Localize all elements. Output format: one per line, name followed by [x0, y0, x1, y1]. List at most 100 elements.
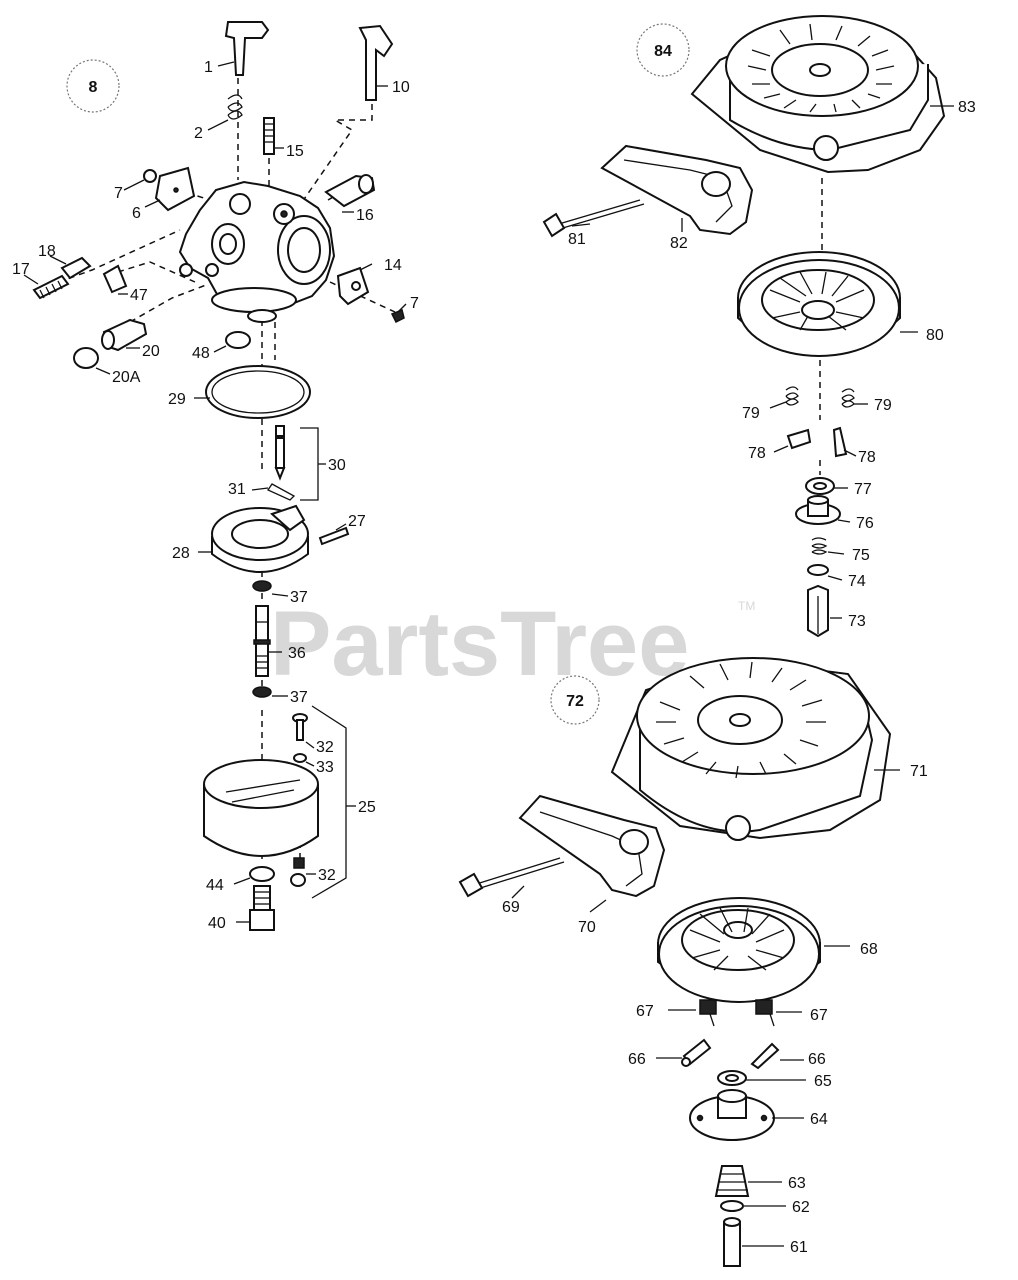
label-27: 27	[348, 513, 366, 530]
label-2: 2	[194, 125, 203, 142]
label-17: 17	[12, 261, 30, 278]
label-81: 81	[568, 231, 586, 248]
dog-78-left-part	[773, 428, 812, 453]
cap-20a-part	[73, 347, 111, 375]
label-47: 47	[130, 287, 148, 304]
dog-66-left-part	[656, 1038, 712, 1067]
dog-78-right-part	[832, 426, 857, 458]
label-48: 48	[192, 345, 210, 362]
starter-rope-69-part	[458, 857, 565, 899]
label-30: 30	[328, 457, 346, 474]
ref-circle-starter-lower	[550, 675, 600, 725]
label-67b: 67	[810, 1007, 828, 1024]
label-18: 18	[38, 243, 56, 260]
label-14: 14	[384, 257, 402, 274]
spring-63-part	[714, 1165, 782, 1197]
label-15: 15	[286, 143, 304, 160]
spring-75-part	[811, 537, 845, 555]
label-36: 36	[288, 645, 306, 662]
label-78a: 78	[748, 445, 766, 462]
float-bowl-part	[203, 759, 319, 857]
label-64: 64	[810, 1111, 828, 1128]
label-67a: 67	[636, 1003, 654, 1020]
ref-label-carburetor: 8	[89, 79, 98, 96]
label-7a: 7	[114, 185, 123, 202]
label-71: 71	[910, 763, 928, 780]
washer-65-part	[717, 1070, 806, 1086]
choke-shaft-part	[358, 24, 394, 101]
label-16: 16	[356, 207, 374, 224]
starter-handle-82-part	[600, 144, 754, 236]
float-28-part	[198, 504, 309, 573]
washer-77-part	[805, 477, 848, 495]
pin-47-part	[102, 264, 128, 295]
label-28: 28	[172, 545, 190, 562]
label-37b: 37	[290, 689, 308, 706]
starter-rope-81-part	[542, 199, 645, 238]
clip-31-part	[251, 483, 296, 501]
ref-label-starter-upper: 84	[654, 43, 672, 60]
label-7b: 7	[410, 295, 419, 312]
watermark: PartsTree	[270, 593, 689, 695]
label-62: 62	[792, 1199, 810, 1216]
label-79b: 79	[874, 397, 892, 414]
washer-48-part	[213, 331, 251, 353]
label-66a: 66	[628, 1051, 646, 1068]
label-37a: 37	[290, 589, 308, 606]
carburetor-body-part	[178, 180, 336, 323]
pin-27-part	[318, 523, 350, 546]
label-70: 70	[578, 919, 596, 936]
label-61: 61	[790, 1239, 808, 1256]
screw-15-part	[263, 117, 284, 155]
watermark-trademark: TM	[738, 599, 755, 613]
spring-67-left-part	[668, 999, 717, 1027]
starter-handle-70-part	[518, 794, 666, 913]
label-33: 33	[316, 759, 334, 776]
label-32b: 32	[318, 867, 336, 884]
ref-circle-starter-upper	[636, 23, 690, 77]
retainer-64-part	[689, 1089, 804, 1141]
label-20a: 20A	[112, 369, 141, 386]
recoil-starter-upper: 84	[542, 15, 954, 638]
label-1: 1	[204, 59, 213, 76]
label-75: 75	[852, 547, 870, 564]
bolt-40-part	[236, 885, 275, 931]
label-82: 82	[670, 235, 688, 252]
starter-pulley-68-part	[657, 897, 850, 1003]
ref-circle-carburetor	[66, 59, 120, 113]
label-77: 77	[854, 481, 872, 498]
screw-17-part	[23, 274, 70, 300]
washer-44-part	[233, 866, 275, 885]
part-labels: 1 2 6 7 7 10 14 15 16 17 18 20 20A 25 27…	[12, 59, 976, 1256]
label-79a: 79	[742, 405, 760, 422]
needle-valve-30-part	[274, 425, 326, 501]
starter-housing-71-part	[610, 657, 900, 841]
label-66b: 66	[808, 1051, 826, 1068]
screw-7-top-part	[123, 169, 157, 191]
label-6: 6	[132, 205, 141, 222]
bracket-25	[311, 705, 347, 899]
spring-79-right-part	[841, 388, 868, 408]
spring-79-left-part	[769, 386, 799, 409]
throttle-spring-part	[207, 94, 243, 131]
pin-73-part	[807, 584, 842, 638]
label-25: 25	[358, 799, 376, 816]
spring-67-right-part	[755, 999, 802, 1027]
label-20: 20	[142, 343, 160, 360]
gasket-ring-29-part	[194, 365, 311, 419]
plate-14-part	[336, 263, 373, 306]
starter-housing-83-part	[690, 15, 954, 174]
plate-6-part	[144, 166, 196, 212]
washer-37-top-part	[252, 580, 289, 597]
pin-61-part	[723, 1217, 784, 1267]
label-73: 73	[848, 613, 866, 630]
washer-62-part	[720, 1200, 786, 1212]
pin-32-top-part	[292, 713, 315, 749]
label-32a: 32	[316, 739, 334, 756]
label-40: 40	[208, 915, 226, 932]
label-29: 29	[168, 391, 186, 408]
label-69: 69	[502, 899, 520, 916]
starter-pulley-80-part	[737, 251, 918, 357]
main-nozzle-36-part	[253, 605, 282, 677]
